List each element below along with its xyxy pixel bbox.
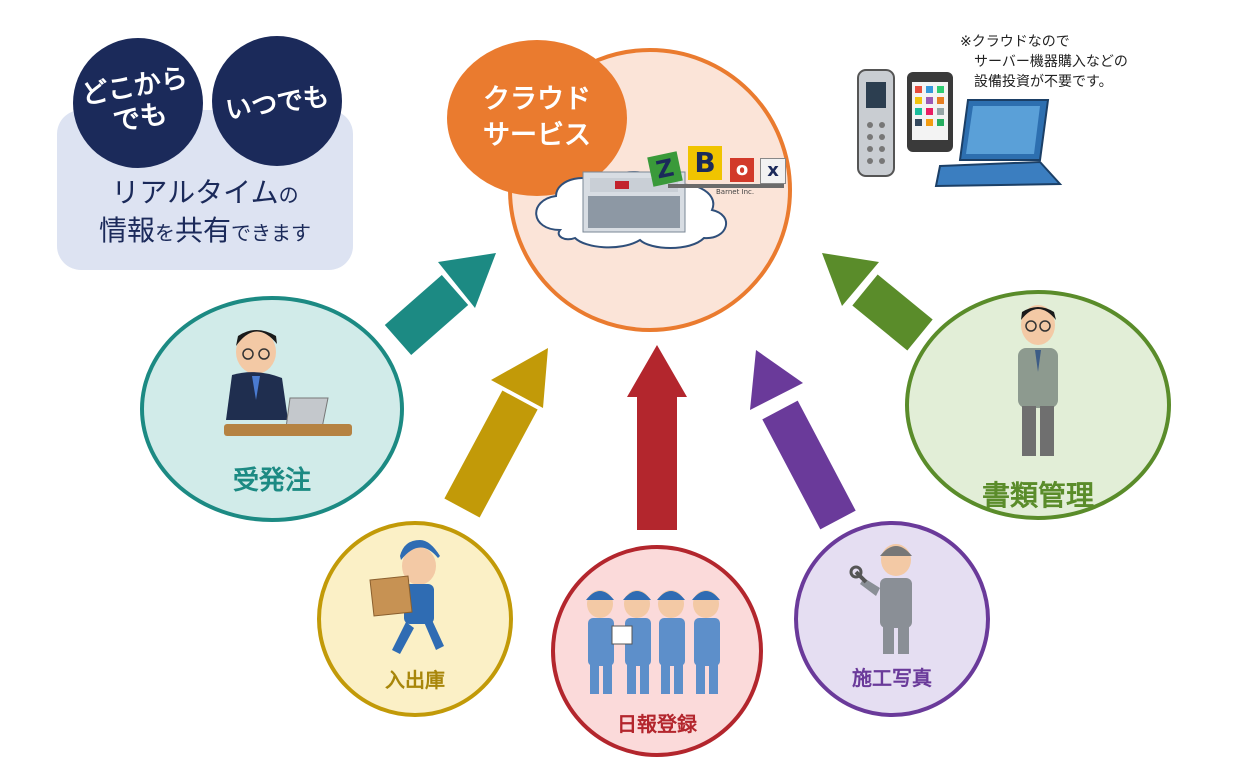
standing-man-icon	[1018, 305, 1058, 456]
cloud-note-line1: ※クラウドなので	[960, 34, 1070, 50]
handheld-scanner-icon	[857, 69, 895, 177]
arrow-construction-photo	[750, 350, 856, 530]
cloud-note: ※クラウドなので サーバー機器購入などの 設備投資が不要です。	[960, 32, 1128, 92]
node-daily-report	[551, 545, 763, 757]
logo-letter-o-text: o	[735, 159, 749, 180]
office-photo-screen	[615, 181, 629, 189]
arrow-daily-report	[627, 345, 687, 530]
zbox-logo: Z B o x Barnet Inc.	[647, 146, 790, 198]
anytime-badge: いつでも	[212, 36, 342, 166]
label-documents: 書類管理	[981, 479, 1094, 512]
realtime-text: リアルタイム	[111, 176, 279, 209]
technician-icon	[849, 544, 912, 654]
share-line: 情報を共有できます	[57, 214, 353, 250]
arrow-documents	[822, 253, 933, 351]
realtime-line: リアルタイムの	[57, 176, 353, 212]
work-team-icon	[586, 590, 720, 694]
cloud-note-line2: サーバー機器購入などの	[974, 54, 1128, 70]
laptop-icon	[934, 99, 1063, 188]
label-inventory: 入出庫	[385, 668, 445, 692]
share-text-can: できます	[231, 221, 312, 245]
share-text-particle: を	[155, 221, 175, 245]
anywhere-badge: どこから でも	[73, 38, 203, 168]
logo-conveyor	[668, 184, 784, 188]
office-photo-floor	[588, 196, 680, 228]
arrow-inventory	[444, 348, 548, 518]
share-text-info: 情報	[98, 214, 155, 247]
arrow-order	[384, 253, 496, 356]
label-daily-report: 日報登録	[617, 712, 697, 736]
logo-letter-b: B	[688, 146, 722, 180]
logo-letter-b-text: B	[694, 146, 716, 179]
office-worker-icon	[224, 330, 352, 436]
share-text-share: 共有	[175, 214, 232, 247]
logo-letter-o: o	[730, 158, 754, 182]
logo-subtext: Barnet Inc.	[716, 188, 755, 196]
realtime-particle: の	[278, 183, 299, 207]
cloud-note-line3: 設備投資が不要です。	[974, 74, 1113, 90]
smartphone-icon	[907, 72, 953, 152]
logo-letter-x-text: x	[767, 160, 779, 181]
label-order: 受発注	[232, 466, 311, 496]
cloud-service-badge-text: クラウド サービス	[483, 84, 591, 151]
logo-letter-x: x	[760, 158, 786, 184]
cloud-service-badge: クラウド サービス	[447, 40, 627, 196]
label-construction-photo: 施工写真	[852, 666, 932, 690]
warehouse-worker-icon	[369, 540, 444, 654]
